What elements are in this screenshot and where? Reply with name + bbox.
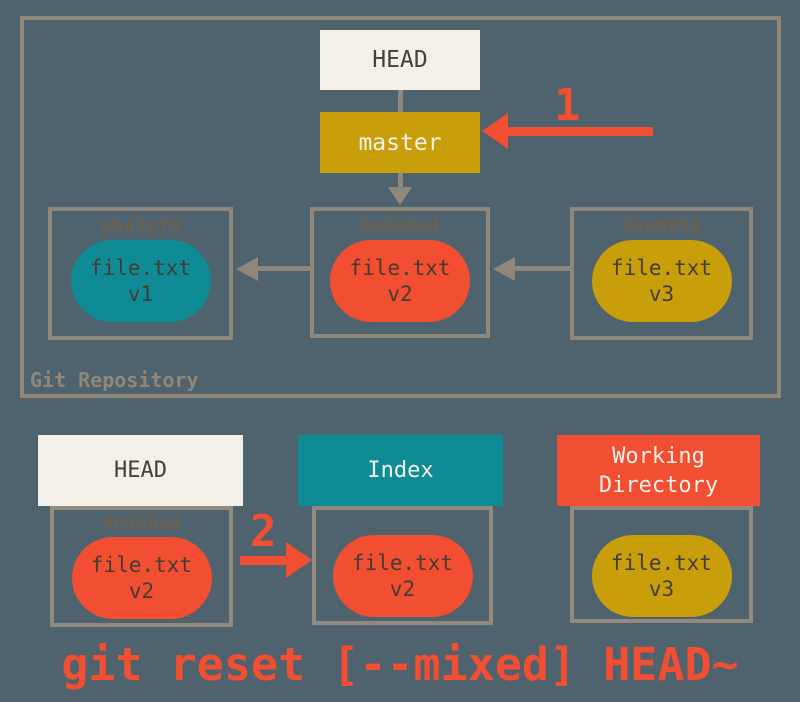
file-version: v3 <box>648 577 675 601</box>
step-2-arrow-shaft <box>240 556 288 565</box>
file-name: file.txt <box>89 256 192 280</box>
step-2-arrowhead-icon <box>286 542 312 578</box>
file-version: v3 <box>648 282 675 306</box>
file-blob-v2: file.txt v2 <box>330 240 470 322</box>
commit-hash: eb43bf8 <box>100 215 181 237</box>
commit-box-eb43bf8: eb43bf8 file.txt v1 <box>48 207 233 340</box>
commit-hash: 38eb946 <box>621 215 702 237</box>
working-directory-box: file.txt v3 <box>570 506 753 623</box>
index-area-title: Index <box>367 458 434 483</box>
working-directory-title: Working Directory <box>598 443 719 498</box>
head-area-box: 9e5e6a4 file.txt v2 <box>50 506 233 627</box>
file-name: file.txt <box>610 256 713 280</box>
head-area-title: HEAD <box>114 458 167 483</box>
master-branch-label: master <box>358 129 442 156</box>
step-2-label: 2 <box>250 506 277 557</box>
commit-box-9e5e6a4: 9e5e6a4 file.txt v2 <box>310 207 490 338</box>
head-area-header: HEAD <box>38 435 243 506</box>
master-to-commit-connector <box>398 173 403 188</box>
step-1-arrowhead-icon <box>482 113 508 149</box>
head-area-hash: 9e5e6a4 <box>101 512 182 534</box>
index-area-header: Index <box>298 435 503 506</box>
commit3-to-commit2-arrow-shaft <box>512 266 570 271</box>
index-area-box: file.txt v2 <box>312 506 493 625</box>
file-version: v2 <box>128 579 155 603</box>
step-1-label: 1 <box>554 80 581 131</box>
commit-box-38eb946: 38eb946 file.txt v3 <box>570 207 753 340</box>
file-name: file.txt <box>610 551 713 575</box>
file-version: v1 <box>127 282 154 306</box>
file-blob-v2: file.txt v2 <box>71 537 212 619</box>
master-branch-box: master <box>320 112 480 173</box>
arrow-left-icon <box>236 257 258 281</box>
arrow-left-icon <box>493 257 515 281</box>
file-blob-v2: file.txt v2 <box>332 535 473 617</box>
working-directory-header: Working Directory <box>557 435 760 506</box>
git-repository-label: Git Repository <box>30 368 199 392</box>
commit-hash: 9e5e6a4 <box>359 215 441 237</box>
step-1-arrow-shaft <box>505 127 653 136</box>
file-blob-v3: file.txt v3 <box>591 535 732 617</box>
file-name: file.txt <box>349 256 451 280</box>
file-name: file.txt <box>351 551 454 575</box>
git-repository-box <box>20 16 781 398</box>
file-name: file.txt <box>90 553 193 577</box>
file-version: v2 <box>387 282 413 306</box>
command-caption: git reset [--mixed] HEAD~ <box>61 638 739 691</box>
head-ref-label: HEAD <box>372 47 428 73</box>
head-ref-box: HEAD <box>320 30 480 90</box>
file-blob-v3: file.txt v3 <box>591 240 732 322</box>
head-to-master-connector <box>398 90 403 112</box>
file-version: v2 <box>389 577 416 601</box>
commit2-to-commit1-arrow-shaft <box>255 266 310 271</box>
arrow-down-icon <box>388 187 412 205</box>
file-blob-v1: file.txt v1 <box>70 240 211 322</box>
